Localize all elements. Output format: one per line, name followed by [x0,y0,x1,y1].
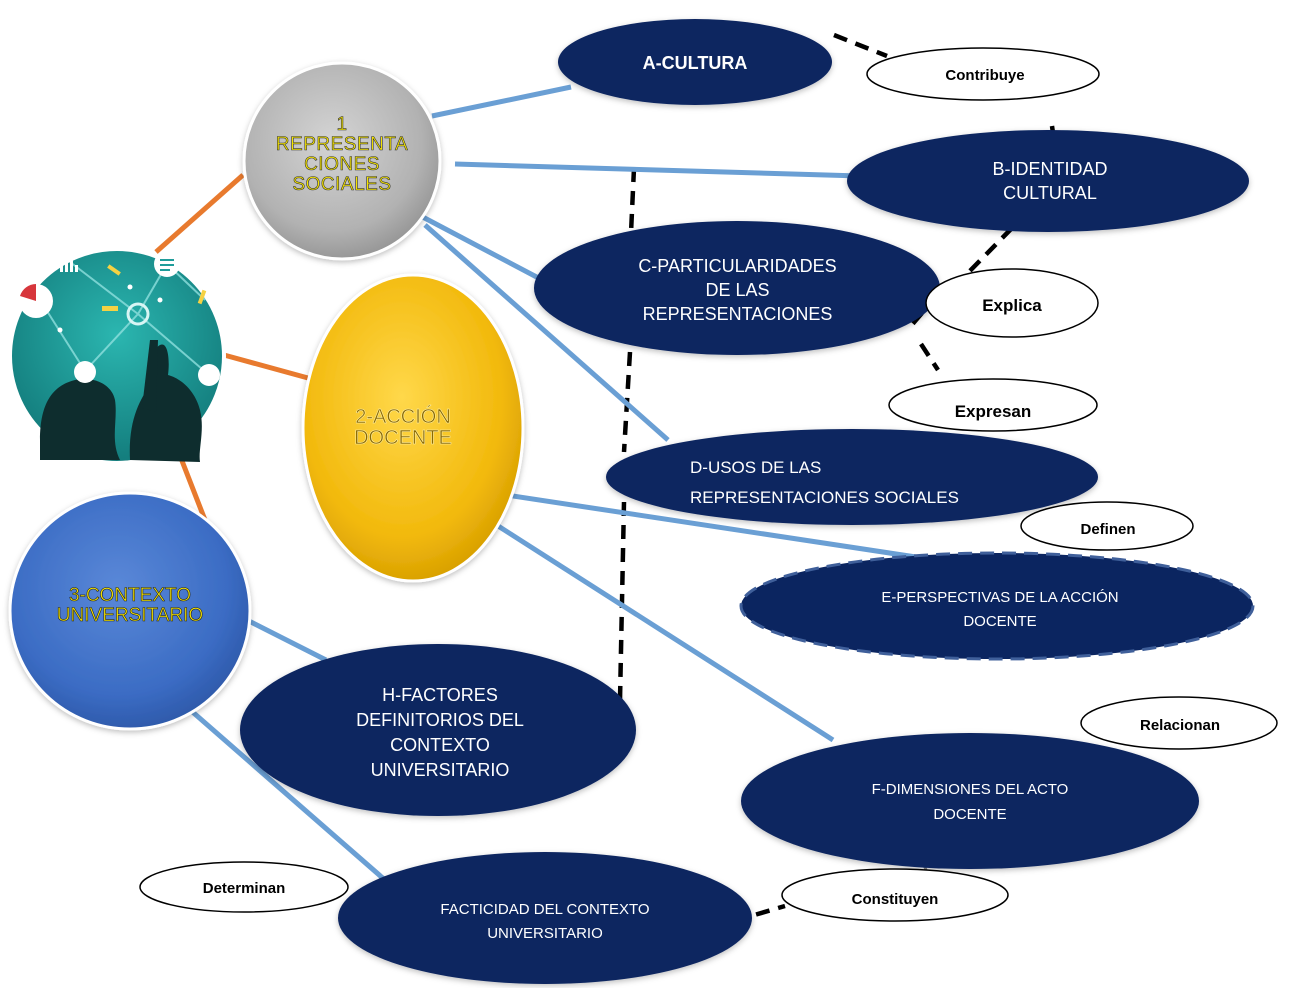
factores-label: H-FACTORES DEFINITORIOS DEL CONTEXTO UNI… [356,685,524,780]
contexto-node [8,491,252,731]
representaciones-node [242,61,442,261]
identidad-node [847,130,1249,232]
explica-label: Explica [982,296,1042,315]
representaciones-label: 1 REPRESENTA CIONES SOCIALES [275,114,409,195]
explica-oval [925,268,1099,338]
facticidad-node [338,852,752,984]
dimensiones-node [741,733,1199,869]
facticidad-label: FACTICIDAD DEL CONTEXTO UNIVERSITARIO [440,901,650,942]
factores-node [240,644,636,816]
constituyen-label: Constituyen [851,890,939,908]
relacionan-label: Relacionan [1139,716,1221,734]
definen-label: Definen [1080,520,1136,538]
relacionan-oval [1080,696,1278,750]
cultura-node [558,19,832,105]
particularidades-node [534,221,940,355]
determinan-oval [139,861,349,913]
determinan-label: Determinan [202,879,286,897]
people-network-illustration [8,247,226,465]
identidad-label: B-IDENTIDAD CULTURAL [992,159,1108,203]
usos-label: D-USOS DE LAS REPRESENTACIONES SOCIALES [690,458,959,507]
dimensiones-label: F-DIMENSIONES DEL ACTO DOCENTE [871,781,1069,823]
constituyen-oval [781,868,1009,922]
contexto-label: 3-CONTEXTO UNIVERSITARIO [56,585,204,626]
perspectivas-node [739,551,1255,661]
definen-oval [1020,501,1194,551]
contribuye-oval [866,47,1100,101]
accion-node [301,273,525,583]
expresan-oval [888,378,1098,432]
cultura-label: A-CULTURA [642,52,748,73]
contribuye-label: Contribuye [945,66,1025,84]
accion-label: 2-ACCIÓN DOCENTE [354,406,452,449]
expresan-label: Expresan [954,402,1032,421]
perspectivas-label: E-PERSPECTIVAS DE LA ACCIÓN DOCENTE [881,589,1119,630]
particularidades-label: C-PARTICULARIDADES DE LAS REPRESENTACION… [638,256,837,324]
usos-node [606,429,1098,525]
